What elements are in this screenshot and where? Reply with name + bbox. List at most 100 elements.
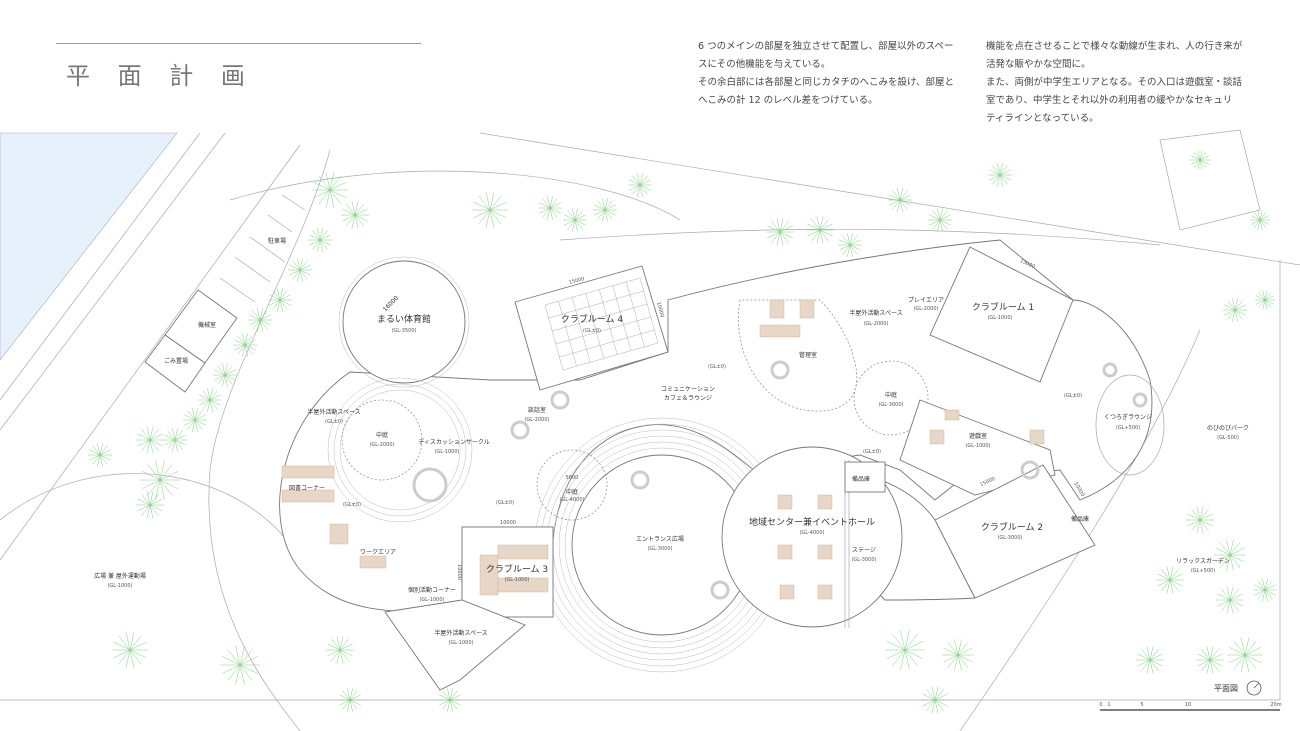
seating-group bbox=[630, 470, 650, 490]
tree-icon bbox=[140, 460, 180, 500]
tree-icon bbox=[308, 228, 332, 252]
tree-icon bbox=[438, 688, 462, 712]
plan-legend: 平面図 0 1 5 10 20m bbox=[1099, 680, 1282, 711]
description-line: その余白部には各部屋と同じカタチのへこみを設け、部屋と bbox=[698, 77, 955, 88]
event-hall-label: 地域センター兼イベントホール bbox=[749, 516, 875, 528]
description-right: 機能を点在させることで様々な動線が生まれ、人の行き来が 活発な賑やかな空間に。 … bbox=[986, 38, 1286, 128]
description-left: 6 つのメインの部屋を独立させて配置し、部屋以外のスペー スにその他機能を与えて… bbox=[698, 38, 998, 110]
seating-group bbox=[1102, 362, 1118, 378]
dimension-label: 10000 bbox=[456, 564, 462, 580]
tree-icon bbox=[888, 188, 912, 212]
furniture-table bbox=[777, 494, 793, 510]
scale-tick: 20m bbox=[1270, 702, 1281, 708]
courtyard-label: 中庭 bbox=[376, 431, 388, 439]
garbage-label: ごみ置場 bbox=[164, 357, 188, 365]
tree-icon bbox=[1255, 290, 1275, 310]
seating-group bbox=[1132, 392, 1148, 408]
tree-icon bbox=[838, 233, 862, 257]
lounge-outline bbox=[1095, 374, 1165, 476]
event-hall bbox=[721, 446, 903, 628]
site-lines bbox=[0, 129, 1300, 731]
tree-icon bbox=[163, 428, 187, 452]
scale-tick: 10 bbox=[1185, 702, 1191, 708]
level-label: (GL±0) bbox=[343, 502, 361, 508]
tree-icon bbox=[1136, 646, 1164, 674]
cafe-label: カフェ＆ラウンジ bbox=[664, 394, 712, 402]
furniture-table bbox=[777, 544, 793, 560]
tree-icon bbox=[766, 218, 794, 246]
tree-icon bbox=[885, 630, 925, 670]
discussion-label: ディスカッションサークル bbox=[418, 438, 489, 446]
semi-outdoor-label: 半屋外活動スペース bbox=[849, 309, 902, 317]
level-label: (GL-3000) bbox=[851, 557, 876, 563]
scale-tick: 1 bbox=[1107, 702, 1110, 708]
description-line: また、両側が中学生エリアとなる。その入口は遊戯室・談話 bbox=[986, 77, 1243, 88]
level-label: (GL-3000) bbox=[878, 402, 903, 408]
tree-icon bbox=[312, 172, 348, 208]
entrance-label: エントランス広場 bbox=[636, 535, 684, 543]
park-label: のびのびパーク bbox=[1207, 424, 1249, 432]
storage-label: 備品庫 bbox=[1071, 515, 1089, 523]
furniture-table bbox=[817, 494, 833, 510]
level-label: (GL-1000) bbox=[434, 449, 459, 455]
level-label: (GL-1000) bbox=[504, 577, 529, 583]
description-line: 活発な賑やかな空間に。 bbox=[986, 59, 1091, 70]
tree-icon bbox=[136, 426, 164, 454]
furniture-table bbox=[769, 299, 785, 319]
tree-icon bbox=[338, 688, 362, 712]
level-label: (GL-3000) bbox=[647, 546, 672, 552]
level-label: (GL±0) bbox=[863, 449, 881, 455]
furniture-table bbox=[929, 429, 945, 445]
tree-icon bbox=[1223, 298, 1247, 322]
scale-tick: 0 bbox=[1099, 702, 1102, 708]
level-label: (GL-4000) bbox=[559, 497, 584, 503]
play-area-label: プレイエリア bbox=[908, 297, 944, 304]
description-line: 機能を点在させることで様々な動線が生まれ、人の行き来が bbox=[986, 41, 1243, 52]
parking-area bbox=[144, 194, 306, 393]
furniture-table bbox=[1029, 429, 1045, 445]
furniture-table bbox=[281, 489, 335, 503]
tree-icon bbox=[1186, 506, 1214, 534]
cafe-label: コミュニケーション bbox=[661, 386, 715, 393]
furniture bbox=[281, 299, 1148, 600]
dimension-label: 15000 bbox=[568, 276, 585, 286]
tree-icon bbox=[198, 388, 222, 412]
stage-label: ステージ bbox=[852, 547, 876, 554]
tree-icon bbox=[268, 288, 292, 312]
north-arrow-icon bbox=[1246, 680, 1262, 696]
storage-label: 備品庫 bbox=[852, 475, 870, 483]
level-label: (GL-1000) bbox=[965, 443, 990, 449]
furniture-table bbox=[359, 555, 387, 569]
gym-label: まるい体育館 bbox=[377, 313, 431, 325]
courtyard-west bbox=[327, 377, 473, 523]
dimension-label: 10000 bbox=[500, 520, 516, 526]
tree-icon bbox=[341, 201, 369, 229]
description-line: へこみの計 12 のレベル差をつけている。 bbox=[698, 95, 878, 106]
seating-group bbox=[550, 390, 570, 410]
furniture-table bbox=[281, 465, 335, 479]
level-label: (GL-2000) bbox=[863, 321, 888, 327]
courtyard-center bbox=[536, 449, 608, 521]
seating-group bbox=[412, 467, 448, 503]
gym bbox=[338, 256, 470, 388]
playroom-label: 遊戯室 bbox=[969, 432, 987, 440]
tree-icon bbox=[1227, 637, 1263, 673]
garden-label: リラックスガーデン bbox=[1176, 557, 1230, 565]
description-line: ティラインとなっている。 bbox=[986, 113, 1099, 124]
tree-icon bbox=[1156, 566, 1184, 594]
tree-icon bbox=[88, 443, 112, 467]
tree-icon bbox=[806, 216, 834, 244]
tree-icon bbox=[1250, 210, 1270, 230]
page-title: 平 面 計 画 bbox=[66, 62, 255, 90]
tree-icon bbox=[593, 198, 617, 222]
tree-icon bbox=[1216, 586, 1244, 614]
level-label: (GL±0) bbox=[1064, 393, 1082, 399]
plan-title: 平面図 bbox=[1214, 684, 1238, 693]
lounge-label: 談話室 bbox=[528, 406, 546, 414]
semi-outdoor-label: 半屋外活動スペース bbox=[307, 408, 360, 416]
furniture-table bbox=[779, 584, 795, 600]
courtyard-label: 中庭 bbox=[566, 488, 578, 496]
level-label: (GL±0) bbox=[496, 500, 514, 506]
tree-icon bbox=[220, 645, 260, 685]
tree-icon bbox=[233, 333, 257, 357]
